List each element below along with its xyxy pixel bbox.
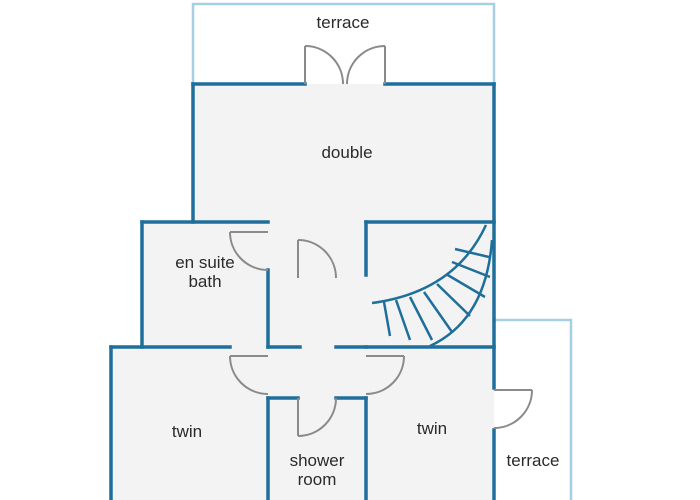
terrace-right-area — [494, 318, 573, 500]
door-swing-icon — [229, 231, 269, 271]
walls — [109, 82, 496, 500]
terrace-top-label: terrace — [317, 13, 370, 32]
terrace-right-label: terrace — [507, 451, 560, 470]
double-floor — [193, 84, 494, 222]
shower-label-line1: shower — [290, 451, 345, 470]
room-labels: terrace double en suite bath twin shower… — [172, 13, 560, 489]
ensuite-label-line2: bath — [188, 272, 221, 291]
door-swing-icon — [229, 355, 269, 395]
ensuite-floor — [142, 222, 268, 347]
doors — [229, 45, 533, 437]
double-label: double — [321, 143, 372, 162]
shower-label-line2: room — [298, 470, 337, 489]
ensuite-label-line1: en suite — [175, 253, 235, 272]
terrace-top-area — [191, 2, 496, 84]
stairs-icon — [371, 224, 494, 348]
door-swing-icon — [297, 397, 337, 437]
twin-right-floor — [366, 347, 494, 500]
door-swing-icon — [365, 355, 405, 395]
twin-left-floor — [111, 347, 268, 500]
double-door-icon — [304, 45, 386, 85]
door-swing-icon — [297, 239, 337, 279]
twin-left-label: twin — [172, 422, 202, 441]
door-swing-icon — [493, 389, 533, 429]
hall-floor — [268, 222, 366, 500]
twin-right-label: twin — [417, 419, 447, 438]
